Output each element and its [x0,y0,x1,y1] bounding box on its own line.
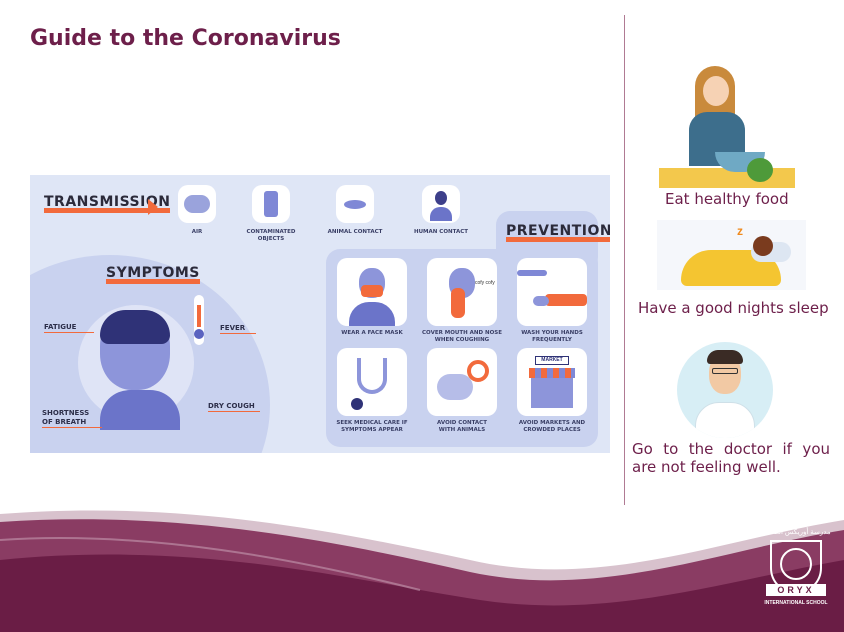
logo-subtitle: INTERNATIONAL SCHOOL [764,600,828,606]
thermometer-icon [194,295,204,345]
prevention-heading: PREVENTION [506,224,610,242]
fish-icon [336,185,374,223]
symptoms-heading: SYMPTOMS [106,266,200,284]
oryx-school-logo: مدرسة أوريكس العالمية ORYX INTERNATIONAL… [760,528,832,624]
person-icon [422,185,460,223]
market-icon: MARKET [517,348,587,416]
transmission-label: AIR [191,229,203,235]
tip-healthy-food: Eat healthy food [665,190,789,208]
cover-cough-icon: cofy cofy [427,258,497,326]
transmission-label: CONTAMINATED OBJECTS [246,229,296,242]
tip-doctor: Go to the doctor if you are not feeling … [632,440,830,476]
prevention-label: AVOID CONTACT WITH ANIMALS [437,420,487,433]
transmission-heading: TRANSMISSION [44,195,171,213]
page-title: Guide to the Coronavirus [30,26,341,51]
prevention-label: WASH YOUR HANDS FREQUENTLY [521,330,583,343]
coronavirus-infographic: TRANSMISSION AIR CONTAMINATED OBJECTS AN… [30,175,610,453]
no-animal-icon [427,348,497,416]
wash-hands-icon [517,258,587,326]
sick-person-illustration [100,310,170,390]
cough-sound-text: cofy cofy [475,280,495,286]
tip-sleep: Have a good nights sleep [638,299,829,317]
logo-name: ORYX [766,584,826,596]
transmission-label: ANIMAL CONTACT [327,229,383,235]
stethoscope-icon [337,348,407,416]
logo-arabic-text: مدرسة أوريكس العالمية [761,529,831,536]
prevention-label: COVER MOUTH AND NOSE WHEN COUGHING [422,330,502,343]
cloud-icon [178,185,216,223]
doctor-illustration [677,342,773,438]
prevention-label: SEEK MEDICAL CARE IF SYMPTOMS APPEAR [336,420,408,433]
market-sign: MARKET [535,356,569,365]
sleep-illustration: z [657,220,806,290]
divider [624,15,625,505]
poison-bottle-icon [252,185,290,223]
symptom-label: DRY COUGH [208,402,260,412]
arrow-icon [148,199,158,215]
sick-person-body [100,390,180,430]
prevention-label: WEAR A FACE MASK [341,330,403,336]
symptom-label: SHORTNESS OF BREATH [42,409,102,428]
prevention-label: AVOID MARKETS AND CROWDED PLACES [518,420,586,433]
transmission-label: HUMAN CONTACT [413,229,468,235]
symptom-label: FATIGUE [44,323,94,333]
footer-wave [0,510,844,632]
face-mask-icon [337,258,407,326]
healthy-food-illustration [655,62,795,188]
sleep-z-icon: z [737,224,743,238]
symptom-label: FEVER [220,324,256,334]
